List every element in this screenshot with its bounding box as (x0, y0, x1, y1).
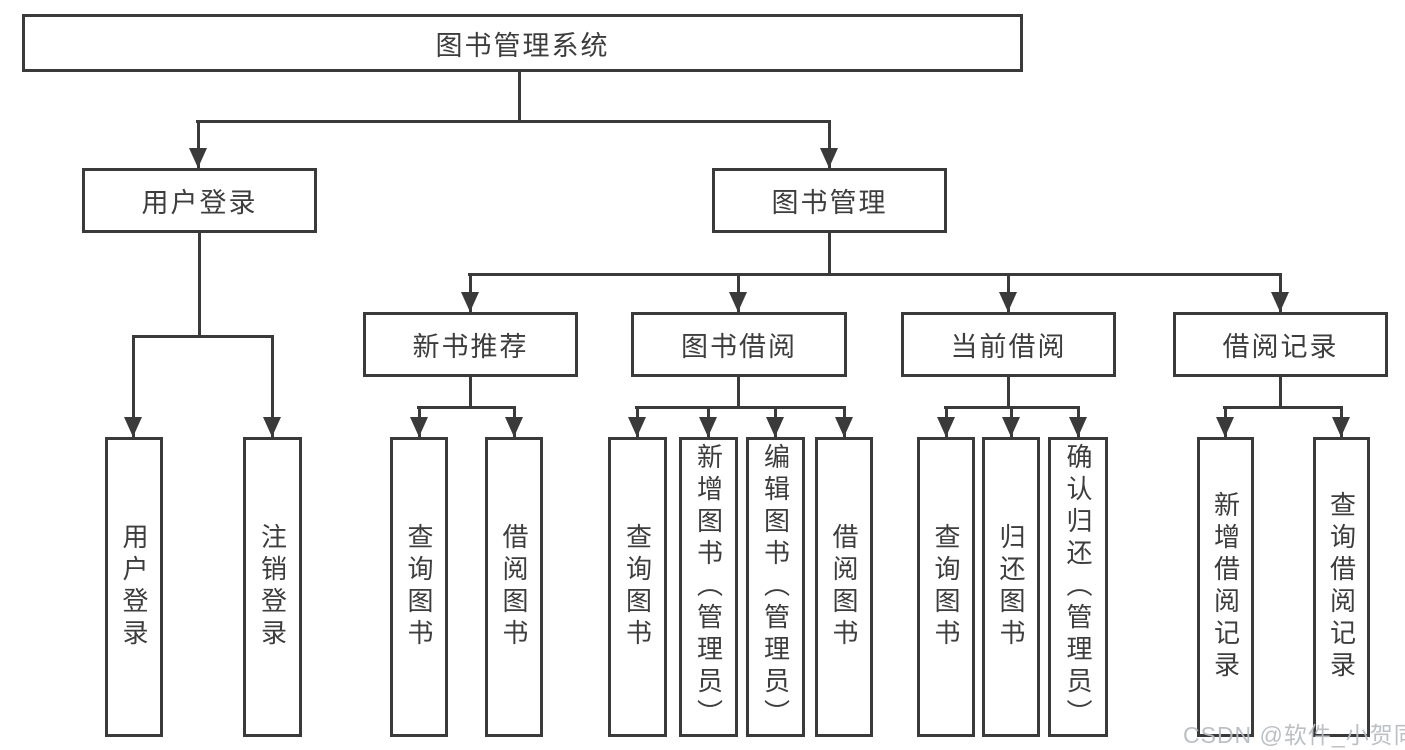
leaf-return-books: 归还图书 (982, 437, 1040, 737)
leaf-confirm-return-admin: 确认归还（管理员） (1048, 437, 1108, 737)
leaf-label: 用户登录 (119, 523, 149, 651)
arrow-down-icon (729, 292, 747, 312)
leaf-edit-books-admin: 编辑图书（管理员） (746, 437, 805, 737)
arrow-down-icon (999, 292, 1017, 312)
leaf-label: 新增图书（管理员） (693, 443, 724, 731)
arrow-down-icon (263, 417, 281, 437)
node-new-book-recommend: 新书推荐 (363, 312, 578, 377)
arrow-down-icon (835, 417, 853, 437)
connector-recommend-rail (417, 406, 516, 409)
leaf-user-login: 用户登录 (105, 437, 163, 737)
connector-arrow-stem (828, 120, 831, 168)
leaf-add-books-admin: 新增图书（管理员） (679, 437, 738, 737)
connector-userlogin-rail (132, 335, 274, 338)
connector-records-stem (1279, 376, 1282, 409)
arrow-down-icon (505, 417, 523, 437)
leaf-label: 新增借阅记录 (1210, 491, 1241, 683)
leaf-query-books-borrow: 查询图书 (608, 437, 667, 737)
connector-arrow-stem (132, 335, 135, 437)
leaf-label: 注销登录 (257, 523, 288, 651)
arrow-down-icon (1069, 417, 1087, 437)
node-label: 用户登录 (141, 188, 258, 218)
connector-userlogin-stem (198, 233, 201, 338)
leaf-label: 编辑图书（管理员） (760, 443, 791, 731)
connector-bookmgmt-stem (828, 233, 831, 276)
arrow-down-icon (766, 417, 784, 437)
leaf-label: 查询图书 (622, 523, 653, 651)
arrow-down-icon (189, 148, 207, 168)
connector-level3-rail (468, 273, 1282, 276)
leaf-label: 查询图书 (404, 523, 434, 651)
node-current-borrow: 当前借阅 (901, 312, 1116, 377)
leaf-label: 查询图书 (931, 523, 961, 651)
arrow-down-icon (461, 292, 479, 312)
connector-arrow-stem (271, 335, 274, 437)
node-book-system: 图书管理系统 (22, 14, 1023, 72)
arrow-down-icon (937, 417, 955, 437)
leaf-label: 借阅图书 (499, 523, 529, 651)
connector-root-stem (518, 71, 521, 123)
arrow-down-icon (1216, 417, 1234, 437)
leaf-borrow-books-recommend: 借阅图书 (485, 437, 543, 737)
node-label: 图书借阅 (681, 332, 797, 362)
connector-arrow-stem (197, 120, 200, 168)
leaf-query-borrow-record: 查询借阅记录 (1313, 437, 1370, 737)
arrow-down-icon (1002, 417, 1020, 437)
arrow-down-icon (820, 148, 838, 168)
leaf-add-borrow-record: 新增借阅记录 (1197, 437, 1254, 737)
leaf-query-books-recommend: 查询图书 (390, 437, 448, 737)
arrow-down-icon (410, 417, 428, 437)
node-label: 图书管理 (771, 188, 888, 218)
arrow-down-icon (1332, 417, 1350, 437)
arrow-down-icon (628, 417, 646, 437)
node-user-login: 用户登录 (82, 168, 317, 233)
node-book-borrow: 图书借阅 (631, 312, 847, 377)
watermark: CSDN @软件_小贺同学 (1183, 722, 1405, 748)
connector-current-stem (1007, 376, 1010, 409)
arrow-down-icon (699, 417, 717, 437)
leaf-logout: 注销登录 (243, 437, 302, 737)
node-label: 当前借阅 (950, 332, 1067, 362)
leaf-query-books-current: 查询图书 (917, 437, 975, 737)
arrow-down-icon (1271, 292, 1289, 312)
node-borrow-records: 借阅记录 (1173, 312, 1388, 377)
leaf-borrow-books: 借阅图书 (815, 437, 873, 737)
node-label: 图书管理系统 (435, 30, 610, 61)
leaf-label: 归还图书 (996, 523, 1026, 651)
connector-level2-rail (196, 120, 831, 123)
leaf-label: 查询借阅记录 (1326, 491, 1357, 683)
leaf-label: 借阅图书 (829, 523, 859, 651)
arrow-down-icon (124, 417, 142, 437)
connector-borrow-rail (635, 406, 846, 409)
connector-borrow-stem (737, 376, 740, 409)
connector-records-rail (1223, 406, 1343, 409)
leaf-label: 确认归还（管理员） (1063, 443, 1093, 731)
node-label: 新书推荐 (412, 332, 529, 362)
node-book-management: 图书管理 (712, 168, 947, 233)
node-label: 借阅记录 (1222, 332, 1339, 362)
connector-recommend-stem (469, 376, 472, 409)
